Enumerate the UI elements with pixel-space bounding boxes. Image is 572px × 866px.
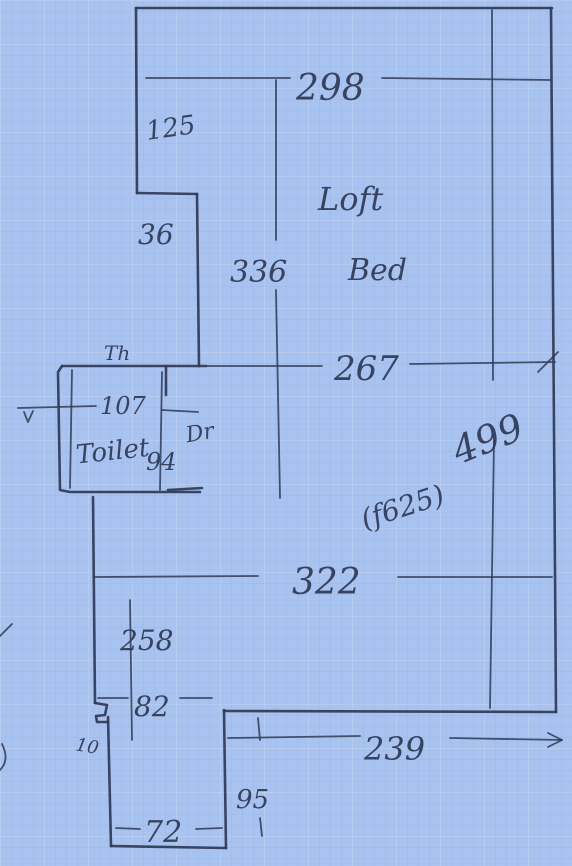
wall-step xyxy=(93,701,110,724)
toilet-inner-left xyxy=(69,369,73,489)
dim-499-upper xyxy=(491,9,494,381)
label-top-width: 298 xyxy=(295,68,365,109)
label-loft-height: 336 xyxy=(230,255,287,290)
dim-267-right xyxy=(409,361,556,365)
dim-258 xyxy=(129,599,133,741)
label-total-height: 499 xyxy=(445,405,530,473)
label-room-line2: Bed xyxy=(347,253,407,288)
label-door: Dr xyxy=(183,418,218,448)
dim-336-lower xyxy=(275,289,281,499)
dimension-lines xyxy=(0,9,563,837)
label-toilet-top: Th xyxy=(104,341,130,365)
label-toilet-depth: 94 xyxy=(146,448,177,476)
label-mid-width: 322 xyxy=(292,562,361,603)
label-step-offset: 10 xyxy=(74,734,100,759)
dim-72-left xyxy=(115,827,141,830)
dim-239-left xyxy=(227,735,361,739)
label-step-width: 82 xyxy=(134,690,170,723)
toilet-inner-right xyxy=(159,371,163,491)
dim-72-right xyxy=(195,827,223,830)
toilet-divider xyxy=(161,409,199,413)
outer-walls xyxy=(60,6,558,850)
dim-95-lower xyxy=(259,817,263,837)
label-room-line1: Loft xyxy=(317,180,383,218)
toilet-outline xyxy=(56,364,202,494)
wall-right xyxy=(549,6,558,714)
wall-left-lower xyxy=(91,495,97,705)
dim-239-right xyxy=(449,737,563,741)
dim-239-arrow xyxy=(547,732,563,748)
toilet-arrow-head xyxy=(23,410,34,423)
dim-322-left xyxy=(93,575,259,578)
margin-mark-bottom xyxy=(0,743,7,771)
dim-95 xyxy=(257,717,261,741)
wall-bottom-left xyxy=(106,715,113,848)
wall-left-mid xyxy=(195,192,201,368)
label-notch-width: 36 xyxy=(138,218,174,251)
dim-499-lower xyxy=(489,439,495,709)
dim-298-right xyxy=(381,77,551,81)
label-toilet: Toilet xyxy=(75,433,152,471)
wall-bottom xyxy=(109,844,228,850)
label-toilet-width: 107 xyxy=(100,392,147,420)
wall-notch-step xyxy=(135,191,199,196)
label-lower-left-height: 258 xyxy=(119,624,173,657)
annotations: 298 125 36 336 Loft Bed 267 499 (f625) 3… xyxy=(74,68,530,850)
label-loft-width: 267 xyxy=(333,349,399,389)
wall-left-upper xyxy=(134,6,139,195)
label-bottom-right-width: 239 xyxy=(363,730,425,768)
toilet-door-line xyxy=(166,486,204,492)
label-ceiling-note: (f625) xyxy=(357,478,449,536)
dim-499-tick xyxy=(537,351,559,373)
label-bottom-width: 72 xyxy=(144,815,182,850)
wall-bottom-right xyxy=(222,708,228,850)
margin-mark-top xyxy=(0,623,13,637)
wall-lower-right xyxy=(222,709,558,714)
toilet-width-arrow xyxy=(17,405,97,409)
toilet-room xyxy=(17,364,204,494)
label-notch-height: 125 xyxy=(144,110,197,147)
label-bottom-height: 95 xyxy=(236,785,269,815)
